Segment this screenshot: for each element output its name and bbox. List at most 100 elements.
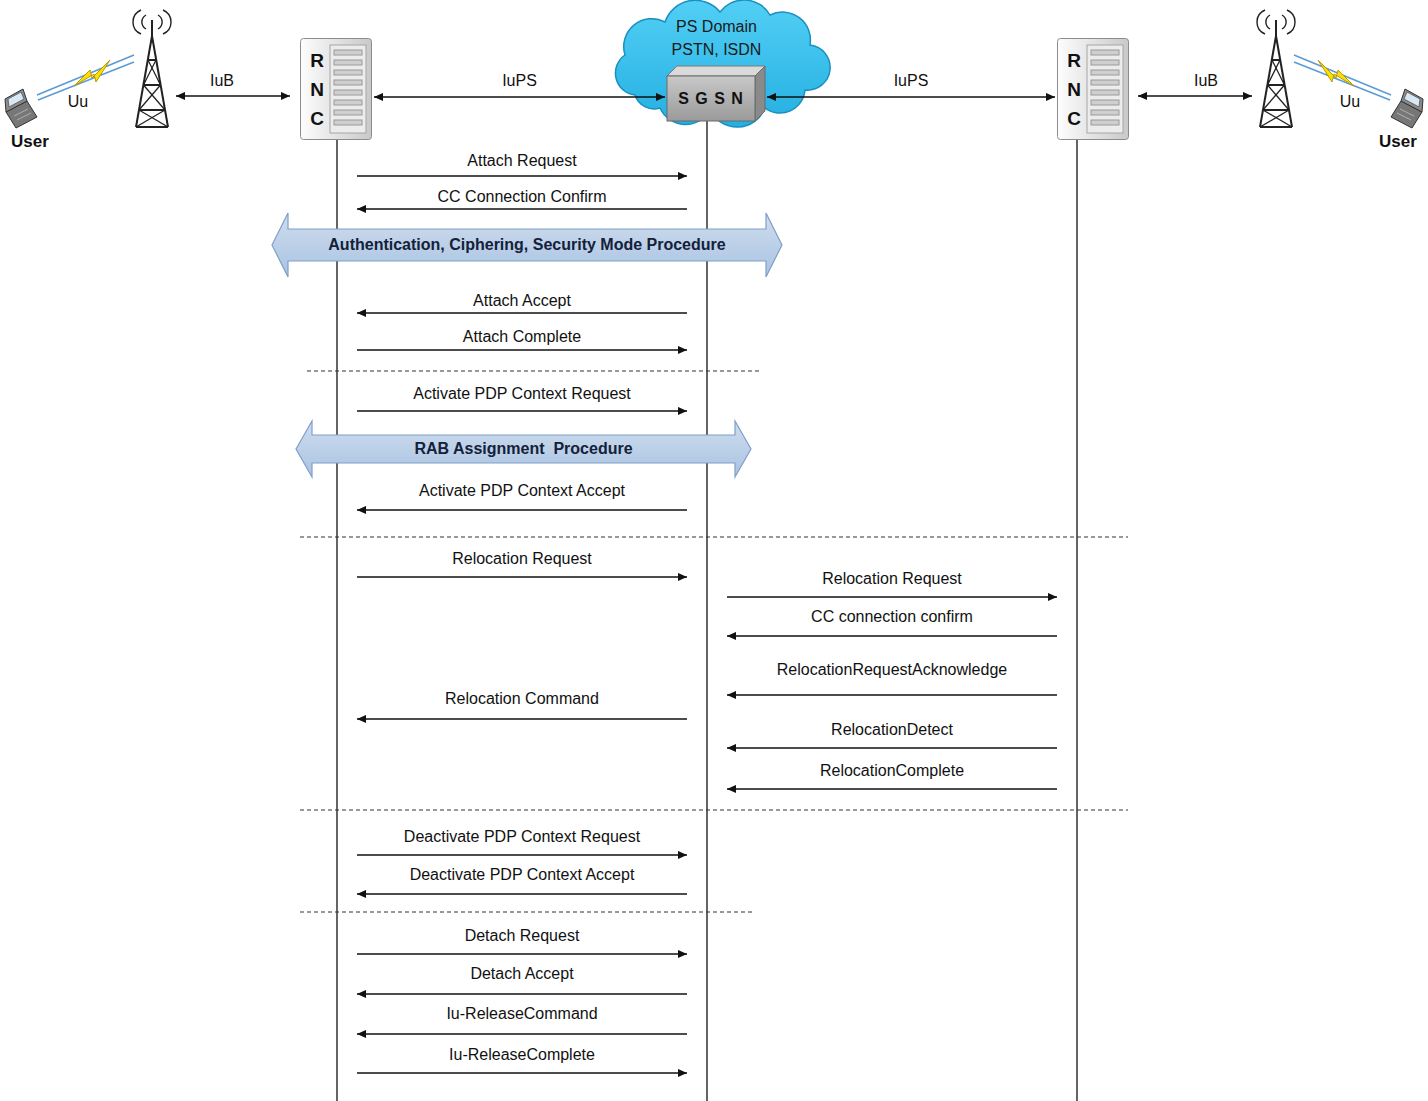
rnc-shape-part <box>330 45 366 133</box>
band-shape-part <box>272 213 782 277</box>
rnc-text: R N C <box>1064 46 1084 133</box>
lifeline <box>1076 140 1077 1101</box>
message-label: Deactivate PDP Context Request <box>404 827 640 847</box>
mobile-phone <box>17 113 31 120</box>
message-label: Activate PDP Context Request <box>413 384 631 404</box>
rnc-shape-part <box>1091 110 1119 115</box>
procedure-band: RAB Assignment Procedure <box>296 421 751 477</box>
rnc-shape-part <box>334 60 362 65</box>
interface-name: IuB <box>1194 71 1218 91</box>
radio-tower <box>144 85 166 110</box>
rnc-shape-part <box>334 110 362 115</box>
domain-cloud: PS DomainPSTN, ISDN S G S N <box>605 0 828 118</box>
rnc-shape-part <box>334 50 362 55</box>
message-label: Detach Accept <box>470 964 573 984</box>
message-arrow <box>357 1033 687 1034</box>
cloud-text: PS Domain <box>676 15 757 38</box>
band-shape-part <box>296 421 751 477</box>
radio-tower <box>142 15 146 29</box>
sgsn-shape-part <box>755 66 765 121</box>
procedure-band: Authentication, Ciphering, Security Mode… <box>272 213 782 277</box>
message-arrow <box>727 596 1057 597</box>
mobile-phone <box>5 89 37 128</box>
mobile-phone <box>14 109 28 116</box>
message-label: Deactivate PDP Context Accept <box>410 865 635 885</box>
radio-tower <box>139 110 168 127</box>
message-label: CC Connection Confirm <box>438 187 607 207</box>
lifeline <box>336 140 337 1101</box>
radio-tower <box>136 110 165 127</box>
interface-link <box>374 96 665 98</box>
message-label: Attach Request <box>467 151 576 171</box>
sgsn-shape-part <box>667 66 765 76</box>
rnc-shape-part <box>334 70 362 75</box>
message-label: RelocationRequestAcknowledge <box>777 660 1007 680</box>
radio-tower <box>139 109 165 111</box>
message-arrow <box>357 718 687 719</box>
sgsn-box: S G S N <box>667 66 765 121</box>
interface-link <box>767 96 1055 98</box>
lightning-bolt <box>74 60 110 86</box>
message-arrow <box>357 175 687 176</box>
phase-separator <box>307 371 760 372</box>
message-arrow <box>357 208 687 209</box>
mobile-phone <box>8 92 24 107</box>
rnc-shape-part <box>1091 60 1119 65</box>
message-arrow <box>357 410 687 411</box>
radio-tower <box>144 84 161 86</box>
message-arrow <box>727 694 1057 695</box>
band-text: RAB Assignment Procedure <box>414 440 632 458</box>
radio-tower <box>148 59 156 61</box>
interface-name: Uu <box>1340 92 1360 112</box>
user-label: User <box>0 130 60 154</box>
interface-name: IuPS <box>502 71 537 91</box>
rnc-shape-part <box>1091 100 1119 105</box>
rnc-shape-part <box>1091 120 1119 125</box>
rnc-server: R N C <box>300 38 372 140</box>
mobile-phone <box>5 89 27 112</box>
message-arrow <box>357 993 687 994</box>
message-arrow <box>357 312 687 313</box>
rnc-shape-part <box>1091 50 1119 55</box>
cloud-shape-part <box>615 0 830 127</box>
band-text: Authentication, Ciphering, Security Mode… <box>328 236 725 254</box>
message-arrow <box>727 747 1057 748</box>
rnc-shape-part <box>1058 39 1129 140</box>
iub-link <box>176 95 290 97</box>
rnc-shape-part <box>334 120 362 125</box>
message-arrow <box>727 788 1057 789</box>
message-arrow <box>357 349 687 350</box>
message-arrow <box>357 953 687 954</box>
cloud-text: PSTN, ISDN <box>672 38 762 61</box>
phase-separator <box>300 912 752 913</box>
message-label: Iu-ReleaseComplete <box>449 1045 595 1065</box>
user-text: User <box>11 131 49 153</box>
interface-name: Uu <box>68 92 88 112</box>
interface-name: IuB <box>210 71 234 91</box>
message-label: Attach Accept <box>473 291 571 311</box>
lifeline <box>337 121 1077 1101</box>
radio-tower <box>151 20 153 36</box>
phase-separator <box>300 810 1128 811</box>
message-arrow <box>357 509 687 510</box>
message-label: Detach Request <box>465 926 580 946</box>
rnc-shape-part <box>1087 45 1123 133</box>
lifeline <box>706 121 707 1101</box>
user-label: User <box>1368 130 1428 154</box>
message-label: Iu-ReleaseCommand <box>446 1004 597 1024</box>
interface-name: IuPS <box>894 71 929 91</box>
message-label: Relocation Request <box>452 549 592 569</box>
radio-tower <box>133 10 171 127</box>
user-text: User <box>1379 131 1417 153</box>
rnc-shape-part <box>1091 70 1119 75</box>
message-label: Relocation Command <box>445 689 599 709</box>
rnc-server: R N C <box>1057 38 1129 140</box>
phase-separator <box>300 537 1128 538</box>
message-label: RelocationDetect <box>831 720 953 740</box>
access-side <box>5 10 290 128</box>
radio-beam <box>37 55 134 95</box>
radio-tower <box>136 126 168 128</box>
rnc-shape-part <box>1091 90 1119 95</box>
